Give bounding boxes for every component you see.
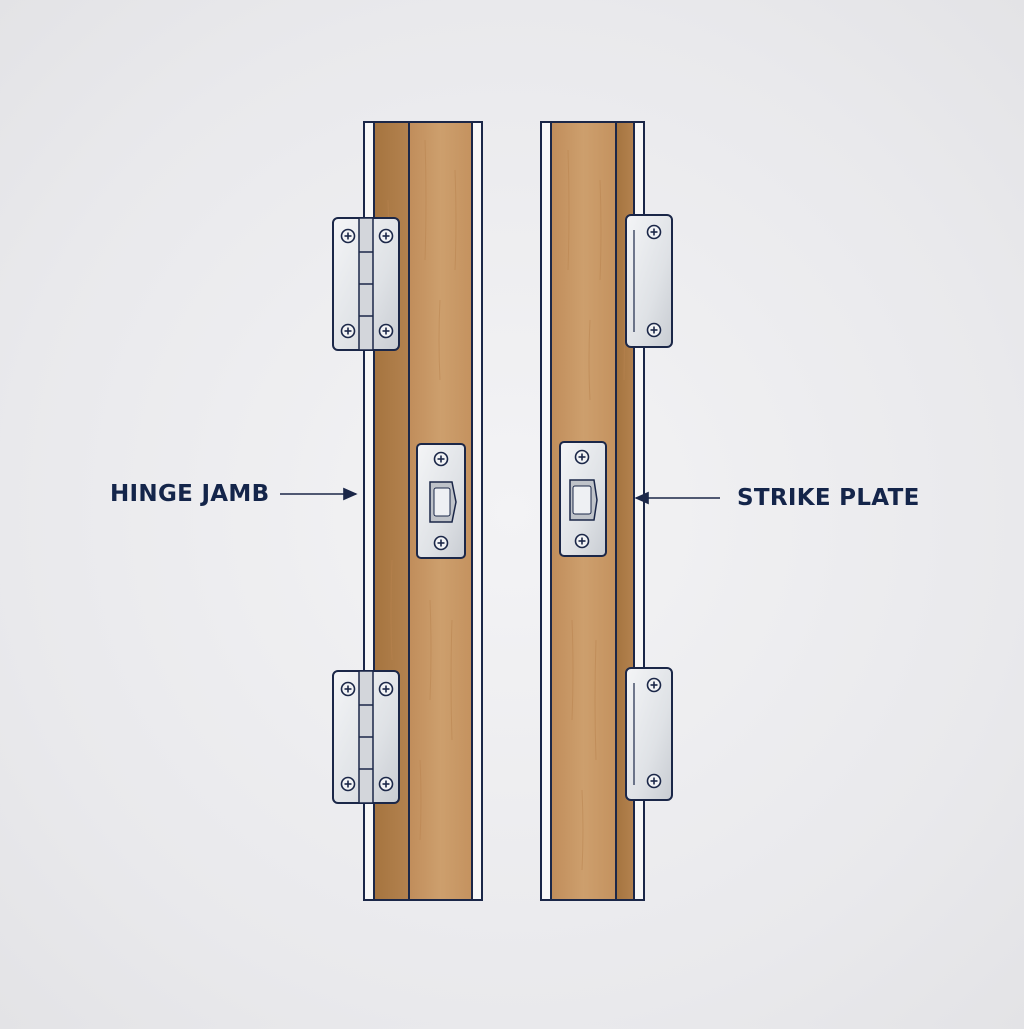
upper-hinge: [332, 217, 400, 351]
phillips-screw-icon: [433, 535, 449, 551]
phillips-screw-icon: [378, 776, 394, 792]
upper-strike-side-plate: [625, 214, 673, 348]
phillips-screw-icon: [646, 773, 662, 789]
phillips-screw-icon: [378, 228, 394, 244]
lower-hinge: [332, 670, 400, 804]
phillips-screw-icon: [574, 533, 590, 549]
phillips-screw-icon: [340, 681, 356, 697]
phillips-screw-icon: [646, 224, 662, 240]
strike-jamb-edge: [540, 121, 552, 901]
phillips-screw-icon: [340, 228, 356, 244]
phillips-screw-icon: [646, 677, 662, 693]
strike-plate-label: STRIKE PLATE: [737, 485, 920, 511]
hinge-jamb-edge: [471, 121, 483, 901]
hinge-jamb-grain: [387, 139, 457, 841]
phillips-screw-icon: [378, 681, 394, 697]
phillips-screw-icon: [646, 322, 662, 338]
phillips-screw-icon: [433, 451, 449, 467]
lower-strike-side-plate: [625, 667, 673, 801]
hinge-jamb-label: HINGE JAMB: [110, 481, 270, 507]
strike-jamb-grain: [567, 149, 625, 871]
strike-plate: [559, 441, 607, 557]
phillips-screw-icon: [340, 323, 356, 339]
strike-jamb-casing: [633, 121, 645, 901]
phillips-screw-icon: [378, 323, 394, 339]
phillips-screw-icon: [340, 776, 356, 792]
hinge-jamb-latch-plate: [416, 443, 466, 559]
screws: [340, 224, 662, 792]
phillips-screw-icon: [574, 449, 590, 465]
